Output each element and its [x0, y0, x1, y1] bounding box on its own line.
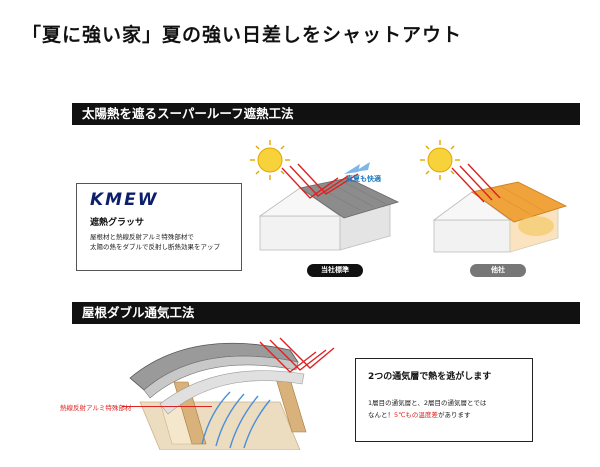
temperature-difference-highlight: 5℃もの温度差: [394, 411, 438, 419]
heat-glow: [518, 216, 554, 236]
double-vent-info-box: 2つの通気層で熱を逃がします 1層目の通気層と、2層目の通気層とでは なんと！5…: [355, 358, 533, 442]
house-illustration-other: [420, 140, 568, 253]
sun-icon: [420, 140, 460, 180]
page-title: 「夏に強い家」夏の強い日差しをシャットアウト: [22, 24, 463, 46]
label-our-standard: 当社標準: [307, 264, 363, 277]
label-leader-line: [122, 406, 212, 407]
info-line1: 1層目の通気層と、2層目の通気層とでは: [368, 399, 487, 407]
heat-ray-arrows: [281, 163, 359, 199]
section-heading-roof-method: 太陽熱を遮るスーパールーフ遮熱工法: [72, 103, 580, 125]
product-name: 遮熱グラッサ: [90, 218, 145, 228]
heat-ray-arrows: [451, 163, 501, 203]
heat-ray-arrows: [259, 337, 335, 373]
info-title: 2つの通気層で熱を逃がします: [368, 372, 492, 382]
section-heading-double-vent: 屋根ダブル通気工法: [72, 302, 580, 324]
house-illustration-ours: [250, 140, 400, 251]
roof-orange: [471, 181, 568, 223]
roof-cross-section-illustration: [129, 337, 335, 450]
airflow-arrows: [201, 391, 271, 449]
reflected-ray-arrows: [344, 162, 370, 174]
sun-icon: [250, 140, 290, 180]
kmew-logo: KMEW: [90, 190, 159, 210]
info-line2: なんと！5℃もの温度差があります: [368, 409, 470, 419]
product-description-line2: 太陽の熱をダブルで反射し断熱効果をアップ: [90, 243, 220, 251]
info-line2-prefix: なんと！: [368, 411, 394, 419]
label-other-company: 他社: [470, 264, 526, 277]
aluminum-member-label: 熱線反射アルミ特殊部材: [60, 404, 132, 412]
house-body: [258, 187, 391, 251]
curved-roof-tile: [129, 342, 305, 415]
product-description-line1: 屋根材と熱線反射アルミ特殊部材で: [90, 233, 194, 241]
info-line2-suffix: があります: [437, 411, 471, 419]
product-description: 屋根材と熱線反射アルミ特殊部材で 太陽の熱をダブルで反射し断熱効果をアップ: [90, 232, 220, 252]
brand-info-box: KMEW 遮熱グラッサ 屋根材と熱線反射アルミ特殊部材で 太陽の熱をダブルで反射…: [76, 183, 242, 271]
callout-comfortable-summer: 真夏も快適: [346, 175, 381, 183]
